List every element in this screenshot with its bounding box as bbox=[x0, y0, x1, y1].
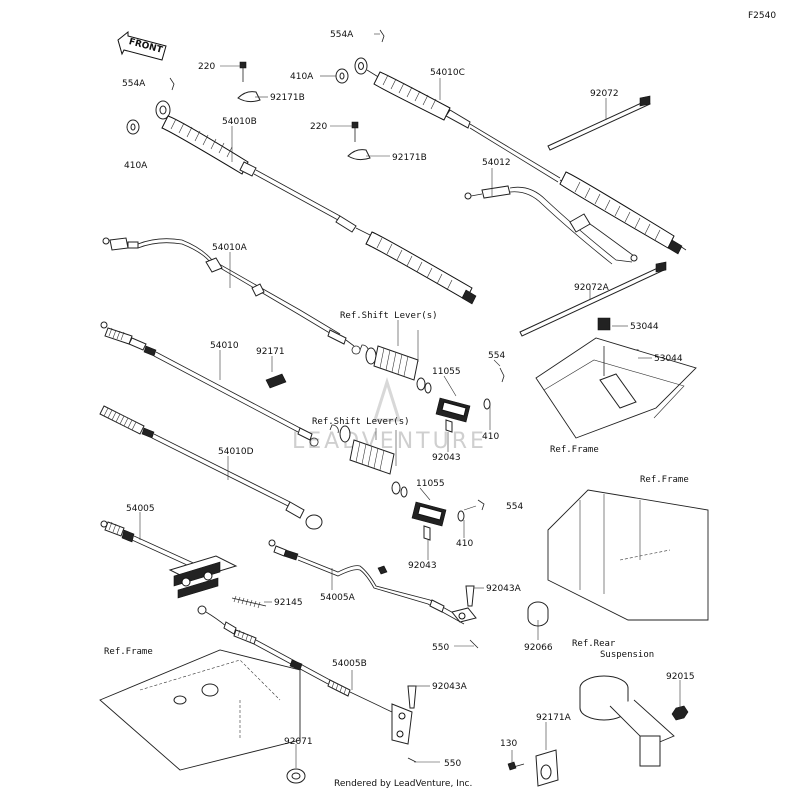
ref-frame-2: Ref.Frame bbox=[640, 475, 689, 485]
label-550-b: 550 bbox=[444, 759, 461, 769]
cable-54005a[interactable] bbox=[268, 539, 477, 625]
ref-frame-left-bottom bbox=[99, 649, 301, 771]
label-54010c: 54010C bbox=[430, 68, 465, 78]
cable-54010b[interactable] bbox=[155, 100, 477, 305]
grommet-92071[interactable] bbox=[286, 768, 306, 784]
label-92043-a: 92043 bbox=[432, 453, 461, 463]
label-92015: 92015 bbox=[666, 672, 695, 682]
cable-tie-92072a[interactable] bbox=[519, 261, 667, 337]
label-410a-top: 410A bbox=[290, 72, 314, 82]
callout-labels: 554A 554A 220 220 410A 410A 92171B 92171… bbox=[104, 30, 695, 769]
pin-550-a[interactable] bbox=[469, 639, 479, 649]
pin-550-b[interactable] bbox=[407, 757, 417, 763]
label-554-a: 554 bbox=[488, 351, 505, 361]
bolt-220-b[interactable] bbox=[351, 121, 359, 142]
label-92043a-b: 92043A bbox=[432, 682, 468, 692]
ref-rear-line2: Suspension bbox=[600, 650, 654, 660]
cable-54005b[interactable] bbox=[197, 605, 413, 745]
diagram-code: F2540 bbox=[748, 11, 776, 21]
ref-shift-lever-1: Ref.Shift Lever(s) bbox=[340, 311, 438, 321]
pin-554-1[interactable] bbox=[499, 367, 505, 383]
pin-92043a-a[interactable] bbox=[465, 585, 475, 607]
spring-92145[interactable] bbox=[231, 595, 267, 609]
pin-554a-top[interactable] bbox=[379, 29, 385, 43]
ref-frame-3: Ref.Frame bbox=[104, 647, 153, 657]
ref-shift-lever-2: Ref.Shift Lever(s) bbox=[312, 417, 410, 427]
clip-92171[interactable] bbox=[265, 373, 287, 389]
bolt-130[interactable] bbox=[507, 761, 525, 771]
pin-554-2[interactable] bbox=[477, 499, 485, 511]
label-220-b: 220 bbox=[310, 122, 327, 132]
label-11055-a: 11055 bbox=[432, 367, 461, 377]
cable-54010[interactable] bbox=[100, 321, 319, 447]
clamp-92171b-a[interactable] bbox=[237, 91, 261, 103]
bracket-53044-a[interactable] bbox=[597, 317, 611, 331]
label-53044-a: 53044 bbox=[630, 322, 659, 332]
label-130: 130 bbox=[500, 739, 517, 749]
bolt-220-a[interactable] bbox=[239, 61, 247, 82]
label-53044-b: 53044 bbox=[654, 354, 683, 364]
leader-lines bbox=[139, 33, 681, 768]
cable-tie-92072[interactable] bbox=[547, 95, 651, 151]
label-11055-b: 11055 bbox=[416, 479, 445, 489]
label-92171: 92171 bbox=[256, 347, 285, 357]
label-92171b-b: 92171B bbox=[392, 153, 427, 163]
cable-54010c[interactable] bbox=[354, 57, 687, 255]
cable-54005[interactable] bbox=[100, 520, 238, 599]
label-54010a: 54010A bbox=[212, 243, 248, 253]
bracket-92171a[interactable] bbox=[535, 749, 559, 787]
label-92171a: 92171A bbox=[536, 713, 572, 723]
clamp-92171b-b[interactable] bbox=[347, 149, 371, 161]
shift-lever-assembly-1 bbox=[359, 344, 491, 423]
footer-credit: Rendered by LeadVenture, Inc. bbox=[334, 779, 472, 789]
pin-554a-left[interactable] bbox=[169, 77, 175, 91]
label-92066: 92066 bbox=[524, 643, 553, 653]
cable-54010a[interactable] bbox=[102, 237, 361, 355]
label-92072a: 92072A bbox=[574, 283, 610, 293]
nut-92015[interactable] bbox=[671, 705, 689, 721]
ref-frame-right-mid bbox=[547, 489, 709, 621]
label-554a-left: 554A bbox=[122, 79, 146, 89]
label-220-a: 220 bbox=[198, 62, 215, 72]
cable-54010d[interactable] bbox=[99, 405, 323, 530]
washer-410a-left[interactable] bbox=[126, 119, 140, 135]
label-410-b: 410 bbox=[456, 539, 473, 549]
label-92145: 92145 bbox=[274, 598, 303, 608]
label-54005b: 54005B bbox=[332, 659, 367, 669]
front-arrow-icon: FRONT bbox=[117, 30, 167, 61]
label-54010d: 54010D bbox=[218, 447, 254, 457]
ref-rear-suspension bbox=[579, 675, 675, 767]
label-554-b: 554 bbox=[506, 502, 523, 512]
bolt-92043-1[interactable] bbox=[445, 419, 453, 433]
label-54010: 54010 bbox=[210, 341, 239, 351]
bolt-92043-2[interactable] bbox=[423, 525, 431, 541]
ref-frame-1: Ref.Frame bbox=[550, 445, 599, 455]
label-410a-left: 410A bbox=[124, 161, 148, 171]
ref-frame-right-top bbox=[535, 337, 697, 439]
watermark: LEADVENTURE bbox=[292, 377, 487, 454]
label-92071: 92071 bbox=[284, 737, 313, 747]
label-410-a: 410 bbox=[482, 432, 499, 442]
label-54005a: 54005A bbox=[320, 593, 356, 603]
label-54010b: 54010B bbox=[222, 117, 257, 127]
label-92043a-a: 92043A bbox=[486, 584, 522, 594]
label-554a-top: 554A bbox=[330, 30, 354, 40]
label-92043-b: 92043 bbox=[408, 561, 437, 571]
watermark-text: LEADVENTURE bbox=[292, 429, 487, 454]
washer-410a-top[interactable] bbox=[335, 68, 349, 84]
cable-54012[interactable] bbox=[464, 185, 638, 265]
label-92171b-a: 92171B bbox=[270, 93, 305, 103]
label-550-a: 550 bbox=[432, 643, 449, 653]
pin-92043a-b[interactable] bbox=[407, 685, 417, 709]
label-92072: 92072 bbox=[590, 89, 619, 99]
ref-rear-line1: Ref.Rear bbox=[572, 639, 616, 649]
shift-lever-assembly-2 bbox=[329, 424, 465, 527]
label-54012: 54012 bbox=[482, 158, 511, 168]
label-54005: 54005 bbox=[126, 504, 155, 514]
